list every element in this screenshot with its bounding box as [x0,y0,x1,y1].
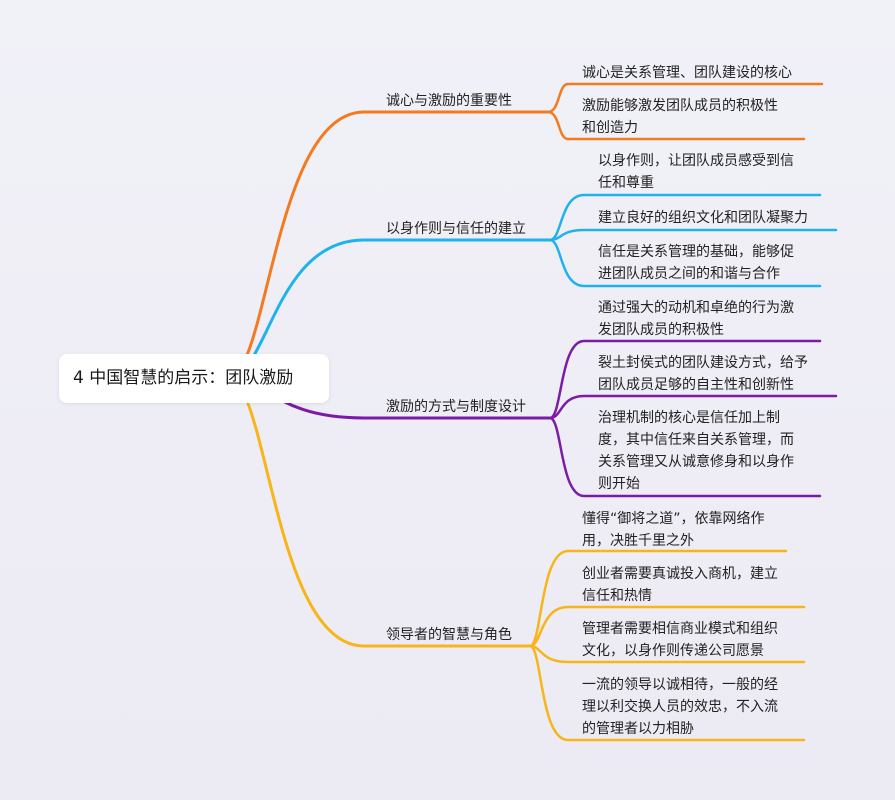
leaf-text-line: 创业者需要真诚投入商机，建立 [582,566,778,582]
leaf-text-line: 团队成员足够的自主性和创新性 [598,377,794,393]
leaf-text-line: 则开始 [598,476,640,492]
leaf-node[interactable]: 一流的领导以诚相待，一般的经理以利交换人员的效忠，不入流的管理者以力相胁 [582,674,778,740]
leaf-text-line: 通过强大的动机和卓绝的行为激 [598,300,794,316]
leaf-connector [548,394,838,420]
leaf-text-line: 度，其中信任来自关系管理，而 [598,432,794,448]
leaf-text-line: 进团队成员之间的和谐与合作 [598,266,780,282]
leaf-text-line: 信任和热情 [582,588,652,604]
leaf-text-line: 用，决胜千里之外 [582,533,694,549]
leaf-connector [548,416,822,498]
branch-leader-wisdom[interactable]: 领导者的智慧与角色 [386,627,512,643]
leaf-connector [546,82,824,114]
leaf-connector [548,193,822,242]
leaf-text-line: 以身作则，让团队成员感受到信 [598,153,794,169]
leaf-node[interactable]: 信任是关系管理的基础，能够促进团队成员之间的和谐与合作 [598,241,794,285]
leaf-connector [528,644,806,664]
leaf-text-line: 信任是关系管理的基础，能够促 [598,244,794,260]
leaf-connector [546,110,806,141]
leaf-text-line: 任和尊重 [598,175,654,191]
leaf-node[interactable]: 以身作则，让团队成员感受到信任和尊重 [598,150,794,194]
leaf-text-line: 一流的领导以诚相待，一般的经 [582,677,778,693]
leaf-node[interactable]: 建立良好的组织文化和团队凝聚力 [598,207,808,229]
leaf-node[interactable]: 懂得“御将之道”，依靠网络作用，决胜千里之外 [582,508,765,552]
leaf-node[interactable]: 诚心是关系管理、团队建设的核心 [582,62,792,84]
leaf-connector [548,228,838,242]
leaf-text-line: 懂得“御将之道”，依靠网络作 [582,511,765,527]
leaf-node[interactable]: 管理者需要相信商业模式和组织文化，以身作则传递公司愿景 [582,618,778,662]
leaf-connector [528,549,788,648]
leaf-connector [528,605,806,648]
leaf-text-line: 的管理者以力相胁 [582,721,694,737]
leaf-text-line: 管理者需要相信商业模式和组织 [582,621,778,637]
leaf-text-line: 文化，以身作则传递公司愿景 [582,643,764,659]
leaf-node[interactable]: 激励能够激发团队成员的积极性和创造力 [582,95,778,139]
leaf-node[interactable]: 治理机制的核心是信任加上制度，其中信任来自关系管理，而关系管理又从诚意修身和以身… [598,407,794,495]
leaf-node[interactable]: 通过强大的动机和卓绝的行为激发团队成员的积极性 [598,297,794,341]
leaf-text-line: 理以利交换人员的效忠，不入流 [582,699,778,715]
leaf-connector [548,238,822,288]
leaf-connector [528,644,806,742]
branch-incentive-methods[interactable]: 激励的方式与制度设计 [386,399,526,415]
leaf-text-line: 诚心是关系管理、团队建设的核心 [582,65,792,81]
leaf-text-line: 关系管理又从诚意修身和以身作 [598,454,794,470]
leaf-node[interactable]: 裂土封侯式的团队建设方式，给予团队成员足够的自主性和创新性 [598,352,808,396]
leaf-connector [548,339,822,420]
root-node[interactable]: 4 中国智慧的启示：团队激励 [59,354,329,403]
leaf-text-line: 建立良好的组织文化和团队凝聚力 [598,210,808,226]
branch-lead-by-example-trust[interactable]: 以身作则与信任的建立 [386,221,526,237]
leaf-text-line: 治理机制的核心是信任加上制 [598,410,780,426]
leaf-text-line: 发团队成员的积极性 [598,322,724,338]
branch-connector [226,110,550,380]
leaf-text-line: 裂土封侯式的团队建设方式，给予 [598,355,808,371]
leaf-text-line: 和创造力 [582,120,638,136]
leaf-node[interactable]: 创业者需要真诚投入商机，建立信任和热情 [582,563,778,607]
branch-importance-of-sincerity[interactable]: 诚心与激励的重要性 [386,93,512,109]
leaf-text-line: 激励能够激发团队成员的积极性 [582,98,778,114]
